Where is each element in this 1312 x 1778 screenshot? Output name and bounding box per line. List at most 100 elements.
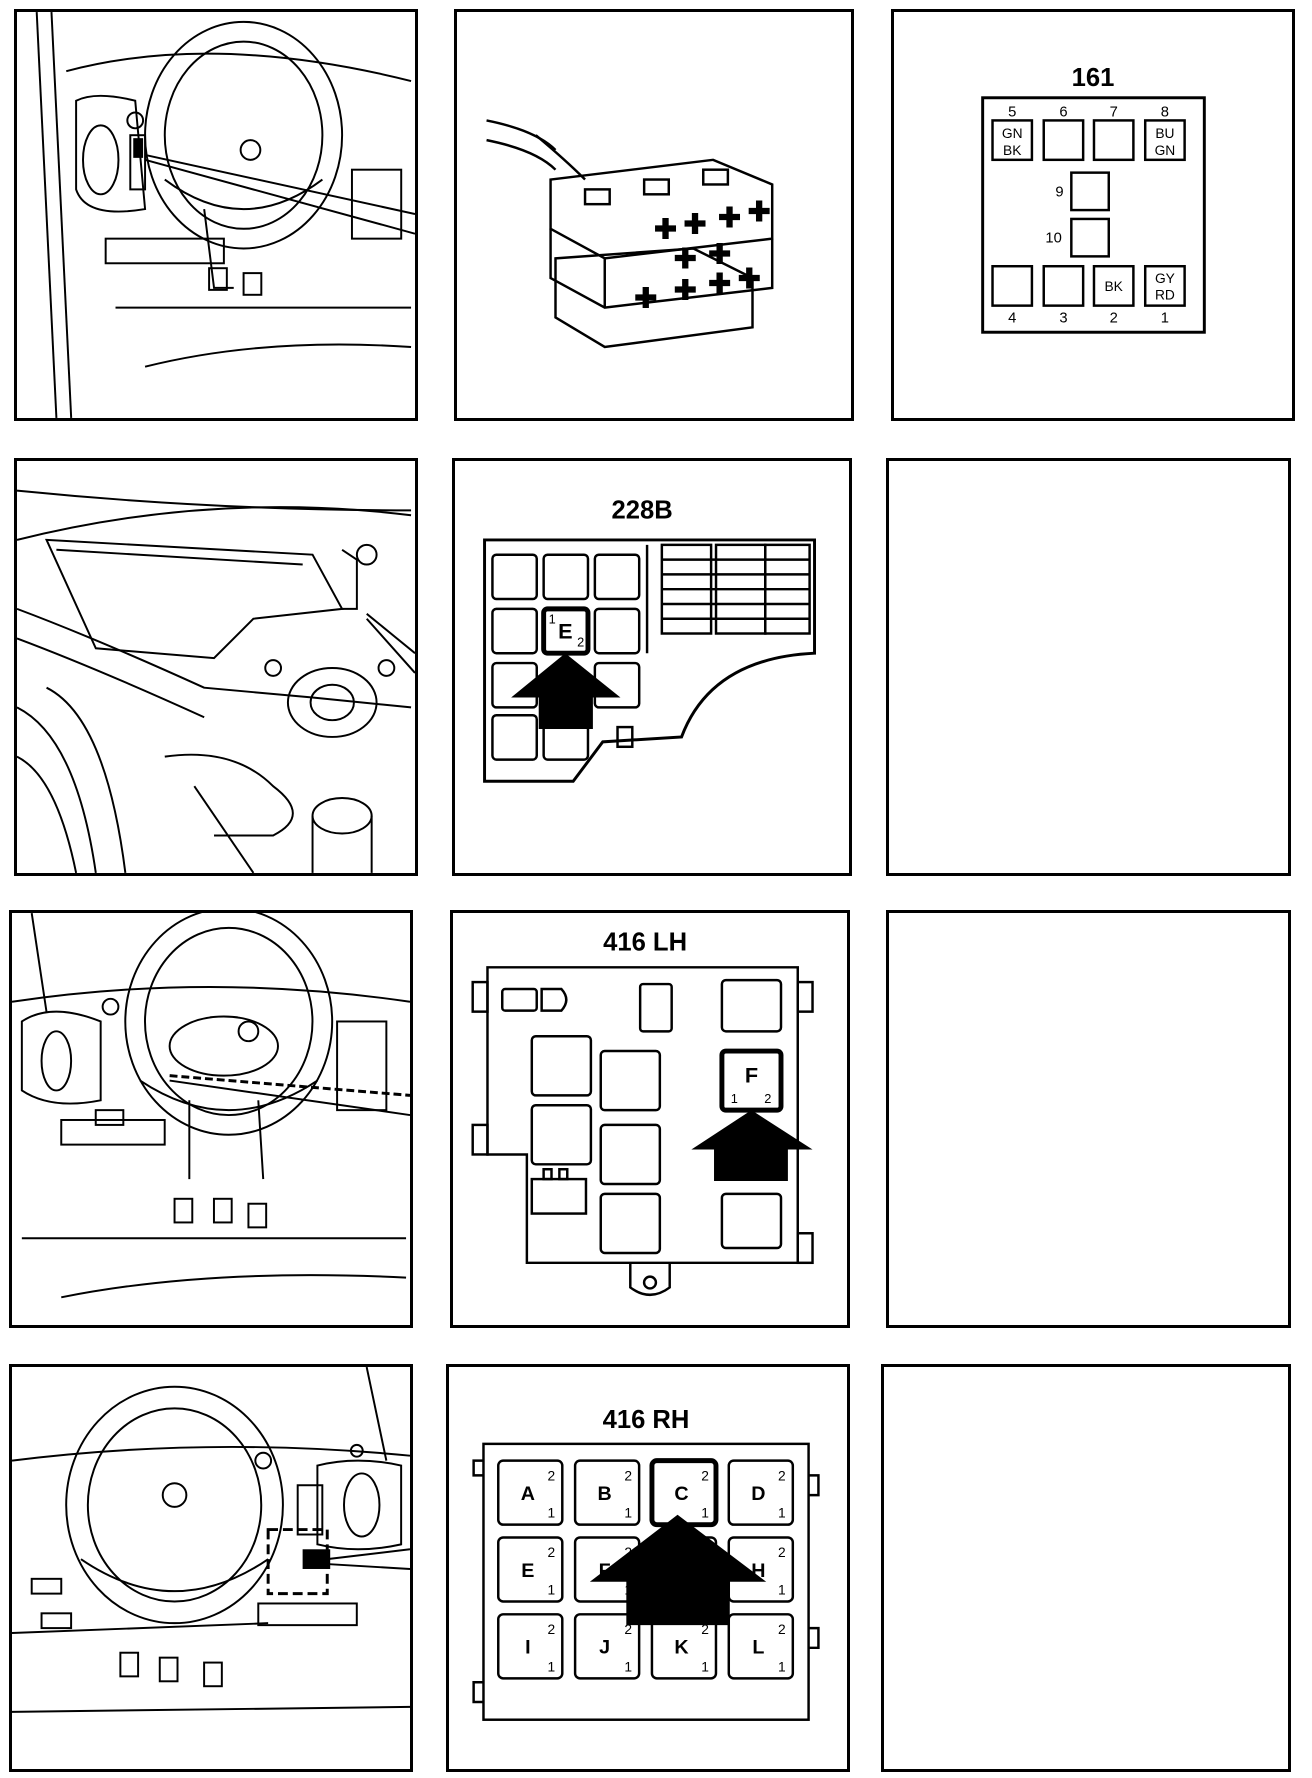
relay-i-letter: I: [525, 1637, 530, 1659]
pin-10: [1070, 217, 1110, 258]
relay-c-letter: C: [674, 1483, 688, 1505]
pin-4: [991, 264, 1034, 307]
relay-j-letter: J: [599, 1637, 610, 1659]
relaybox-416rh-diagram: 416 RH A21B21C21D21E21F21G21H21I21J21K21…: [472, 1406, 820, 1721]
relay-e-pin-2: 2: [548, 1545, 556, 1560]
pin-8-number: 8: [1161, 104, 1169, 120]
pin-8-color-2: GN: [1155, 143, 1176, 158]
svg-text:✚: ✚: [654, 214, 677, 245]
relay-j-pin-1: 1: [624, 1659, 632, 1674]
relay-j-pin-2: 2: [624, 1622, 632, 1637]
svg-text:✚: ✚: [708, 268, 731, 299]
relay-f-letter: F: [745, 1063, 758, 1088]
pin-2: [1092, 264, 1135, 307]
relay-l-pin-2: 2: [778, 1622, 786, 1637]
engine-bay-illustration: [17, 489, 415, 873]
relay-e-pin-1: 1: [548, 1583, 556, 1598]
pin-6: [1042, 119, 1085, 162]
pin-9: [1070, 171, 1110, 212]
relay-i-pin-1: 1: [548, 1659, 556, 1674]
empty-panel-row-4: [881, 1364, 1291, 1772]
relay-e: [497, 1536, 564, 1603]
relay-a: [497, 1459, 564, 1526]
pin-9-number: 9: [1055, 184, 1063, 200]
relay-d-pin-2: 2: [778, 1468, 786, 1483]
pin-2-color-1: BK: [1104, 279, 1123, 294]
relay-f-pin-2: 2: [764, 1091, 771, 1106]
dashboard-location-view-2: [9, 910, 413, 1328]
arrow-icon: [691, 1110, 813, 1182]
dashboard-steering-illustration: [35, 12, 415, 418]
relaybox-416lh-diagram: 416 LH F 1 2: [471, 929, 814, 1297]
svg-text:✚: ✚: [674, 275, 697, 306]
connector-closeup-view: ✚✚✚✚ ✚✚ ✚✚✚✚: [454, 9, 854, 421]
svg-text:✚: ✚: [748, 196, 771, 227]
pin-3: [1042, 264, 1085, 307]
relay-b-letter: B: [598, 1483, 612, 1505]
dashboard-location-view-3: [9, 1364, 413, 1772]
relay-k-pin-1: 1: [701, 1659, 709, 1674]
arrow-icon: [511, 653, 621, 730]
relay-c-pin-2: 2: [701, 1468, 709, 1483]
relay-b-pin-2: 2: [624, 1468, 632, 1483]
fusebox-228b-diagram: 228B E 1 2: [483, 496, 817, 783]
svg-text:✚: ✚: [708, 238, 731, 269]
svg-text:✚: ✚: [684, 209, 707, 240]
pin-1-color-1: GY: [1155, 271, 1175, 286]
relay-e-pin-1: 1: [549, 612, 556, 627]
svg-text:✚: ✚: [674, 243, 697, 274]
relay-a-letter: A: [521, 1483, 535, 1505]
empty-panel-row-2: [886, 458, 1291, 876]
relaybox-416lh-title: 416 LH: [603, 929, 687, 957]
relay-e-letter: E: [521, 1560, 534, 1582]
relaybox-416rh-panel: 416 RH A21B21C21D21E21F21G21H21I21J21K21…: [446, 1364, 850, 1772]
svg-text:✚: ✚: [718, 202, 741, 233]
relay-l: [727, 1613, 795, 1680]
pin-5: [991, 119, 1034, 162]
relay-k-letter: K: [674, 1637, 689, 1659]
pin-5-color-1: GN: [1002, 126, 1023, 141]
relay-j: [573, 1613, 641, 1680]
relay-b-pin-1: 1: [624, 1506, 632, 1521]
relay-f: [719, 1048, 784, 1113]
connector-161-pinout-panel: 161 5 6 7 8 GN BK BU GN 9 10 BK GY RD 4 …: [891, 9, 1295, 421]
empty-panel-row-3: [886, 910, 1291, 1328]
engine-bay-location-view: [14, 458, 418, 876]
relaybox-416rh-title: 416 RH: [603, 1406, 690, 1434]
fusebox-228b-panel: 228B E 1 2: [452, 458, 852, 876]
relay-e-letter: E: [558, 618, 572, 643]
dashboard-location-view-1: [14, 9, 418, 421]
pin-2-number: 2: [1110, 310, 1118, 326]
connector-161-illustration: ✚✚✚✚ ✚✚ ✚✚✚✚: [486, 119, 774, 349]
arrow-icon: [589, 1514, 767, 1626]
pin-1-color-2: RD: [1155, 288, 1175, 303]
pin-7-number: 7: [1110, 104, 1118, 120]
relay-l-letter: L: [752, 1637, 764, 1659]
pin-1: [1143, 264, 1186, 307]
pin-5-number: 5: [1008, 104, 1016, 120]
connector-161-title: 161: [1072, 64, 1115, 92]
dashboard-left-illustration: [12, 913, 410, 1299]
relay-e-pin-2: 2: [577, 634, 584, 649]
svg-text:✚: ✚: [738, 263, 761, 294]
svg-text:✚: ✚: [634, 283, 657, 314]
relaybox-416lh-panel: 416 LH F 1 2: [450, 910, 850, 1328]
relay-i-pin-2: 2: [548, 1622, 556, 1637]
pin-3-number: 3: [1059, 310, 1067, 326]
relay-l-pin-1: 1: [778, 1659, 786, 1674]
pin-8-color-1: BU: [1155, 126, 1174, 141]
pin-7: [1092, 119, 1135, 162]
connector-161-pinout: 161 5 6 7 8 GN BK BU GN 9 10 BK GY RD 4 …: [981, 64, 1206, 334]
relay-f-pin-1: 1: [731, 1091, 738, 1106]
relay-a-pin-2: 2: [548, 1468, 556, 1483]
relay-d-pin-1: 1: [778, 1506, 786, 1521]
pin-5-color-2: BK: [1003, 143, 1022, 158]
relay-i: [497, 1613, 564, 1680]
pin-8: [1143, 119, 1186, 162]
relay-b: [573, 1459, 641, 1526]
relay-k-pin-2: 2: [701, 1622, 709, 1637]
fusebox-228b-title: 228B: [612, 496, 673, 524]
relay-d: [727, 1459, 795, 1526]
relay-d-letter: D: [751, 1483, 765, 1505]
dashboard-right-illustration: [12, 1367, 410, 1713]
